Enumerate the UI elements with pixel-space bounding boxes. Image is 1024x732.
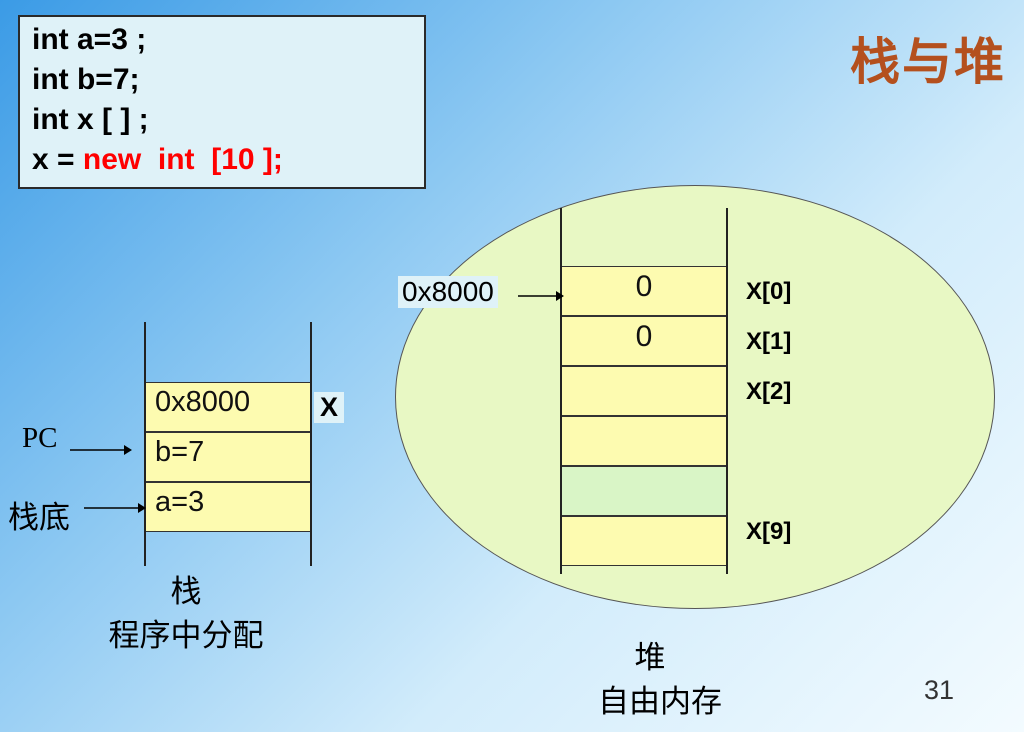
code-line-2: int b=7; bbox=[32, 63, 140, 96]
heap-cell-0: 0 bbox=[562, 266, 726, 316]
heap-cell-2 bbox=[562, 366, 726, 416]
stack-bottom-arrow bbox=[84, 503, 146, 513]
code-box: int a=3 ; int b=7; int x [ ] ; x = new i… bbox=[18, 15, 426, 189]
code-line-4-new: new int [10 ]; bbox=[82, 143, 283, 176]
heap-cell-1: 0 bbox=[562, 316, 726, 366]
stack-left-border bbox=[144, 322, 146, 566]
heap-index-2: X[2] bbox=[742, 378, 796, 406]
heap-cell-gap bbox=[562, 466, 726, 516]
code-line-4: x = new int [10 ]; bbox=[32, 143, 283, 177]
stack-var-label: X bbox=[314, 392, 345, 423]
heap-index-9: X[9] bbox=[742, 518, 796, 546]
stack-cell-b: b=7 bbox=[146, 432, 310, 482]
stack-caption-2: 程序中分配 bbox=[108, 618, 264, 654]
heap-cell-9 bbox=[562, 516, 726, 566]
pc-arrow bbox=[70, 445, 132, 455]
stack-cell-x: 0x8000 bbox=[146, 382, 310, 432]
stack-bottom-label: 栈底 bbox=[8, 500, 70, 536]
heap-address-label: 0x8000 bbox=[398, 276, 498, 308]
heap-caption-2: 自由内存 bbox=[598, 684, 722, 720]
heap-address-arrow bbox=[518, 291, 564, 301]
page-number: 31 bbox=[923, 675, 954, 705]
code-line-4-prefix: x = bbox=[32, 143, 83, 176]
slide-title: 栈与堆 bbox=[850, 33, 1006, 91]
stack-right-border bbox=[310, 322, 312, 566]
heap-caption-1: 堆 bbox=[634, 640, 666, 676]
heap-right-border bbox=[726, 208, 728, 574]
stack-caption-1: 栈 bbox=[170, 574, 202, 610]
heap-cell-3 bbox=[562, 416, 726, 466]
code-line-1: int a=3 ; bbox=[32, 23, 147, 56]
heap-index-0: X[0] bbox=[742, 278, 796, 306]
code-line-3: int x [ ] ; bbox=[32, 103, 149, 136]
stack-cell-a: a=3 bbox=[146, 482, 310, 532]
heap-index-1: X[1] bbox=[742, 328, 796, 356]
pc-label: PC bbox=[22, 422, 58, 454]
heap-left-border bbox=[560, 208, 562, 574]
